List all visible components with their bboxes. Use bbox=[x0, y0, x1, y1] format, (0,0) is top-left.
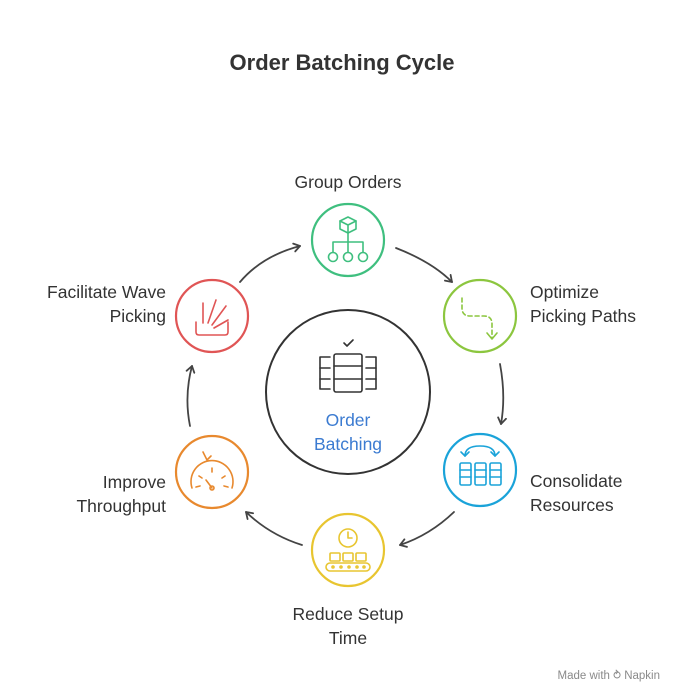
arrow-group-to-optimize bbox=[395, 247, 453, 283]
step-label-facilitate: Facilitate Wave Picking bbox=[47, 282, 166, 326]
step-label-optimize: Optimize Picking Paths bbox=[530, 282, 637, 326]
footer-brand: Napkin bbox=[624, 670, 660, 682]
step-label-improve: Improve Throughput bbox=[76, 472, 166, 516]
page-title: Order Batching Cycle bbox=[229, 50, 455, 75]
step-circle-facilitate bbox=[174, 278, 250, 354]
arrow-consolidate-to-reduce bbox=[399, 511, 455, 548]
wave-bin-icon bbox=[195, 299, 229, 336]
arrow-reduce-to-improve bbox=[245, 511, 303, 546]
footer-credit: Made with ⥁ Napkin bbox=[558, 668, 661, 682]
batch-rack-icon bbox=[319, 339, 377, 393]
step-label-group-orders: Group Orders bbox=[294, 172, 402, 192]
speedometer-icon bbox=[190, 451, 234, 491]
center-label: Order Batching bbox=[313, 410, 383, 454]
dashed-path-icon bbox=[461, 297, 498, 340]
step-label-reduce: Reduce Setup Time bbox=[292, 604, 404, 648]
grid-bins-icon bbox=[459, 445, 502, 486]
arrow-facilitate-to-group bbox=[239, 242, 301, 283]
clock-conveyor-icon bbox=[325, 528, 371, 572]
napkin-logo-icon: ⥁ bbox=[613, 670, 621, 682]
arrow-optimize-to-consolidate bbox=[497, 363, 507, 425]
step-label-consolidate: Consolidate Resources bbox=[530, 471, 623, 515]
step-circle-reduce bbox=[310, 512, 386, 588]
hierarchy-box-icon bbox=[327, 216, 369, 263]
footer-prefix: Made with bbox=[557, 670, 610, 682]
arrow-improve-to-facilitate bbox=[185, 365, 196, 427]
